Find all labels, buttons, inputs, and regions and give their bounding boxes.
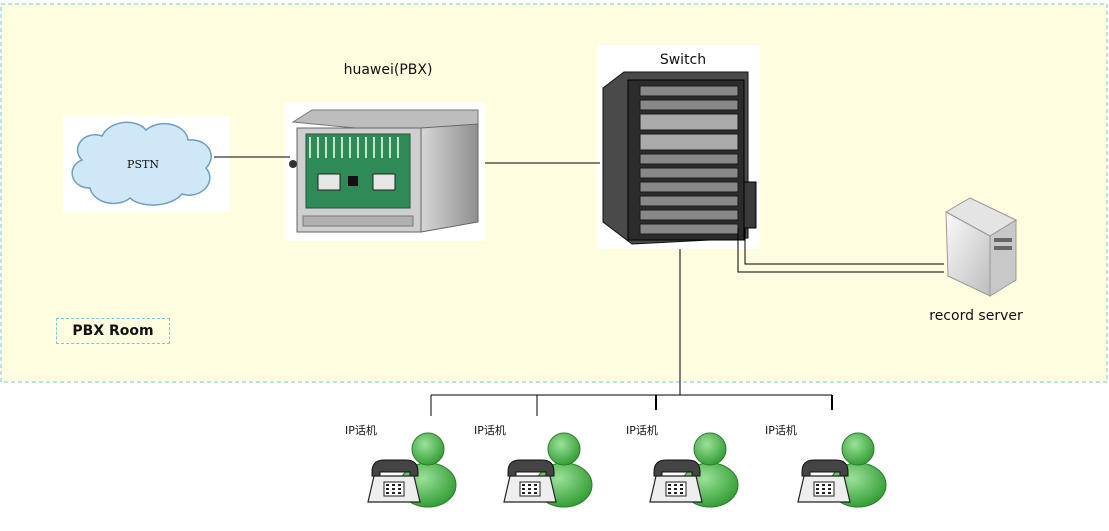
switch-node: Switch — [597, 45, 760, 249]
pbx-room-label: PBX Room — [56, 318, 170, 344]
switch-server-link-1 — [737, 228, 944, 273]
switch-label: Switch — [660, 52, 706, 68]
pstn-label: PSTN — [127, 158, 159, 171]
switch-chassis-icon — [602, 71, 757, 245]
cloud-icon — [71, 121, 212, 206]
connections — [214, 156, 944, 416]
switch-server-link-2 — [744, 228, 944, 265]
pbx-label: huawei(PBX) — [344, 62, 433, 78]
ip-phone-label: IP话机 — [626, 423, 658, 437]
pbx-cabinet-icon — [289, 109, 479, 233]
pstn-node: PSTN — [63, 116, 230, 212]
ip-phone-3: IP话机 — [626, 423, 739, 508]
ip-phone-label: IP话机 — [765, 423, 797, 437]
pbx-node: huawei(PBX) — [285, 62, 485, 241]
ip-phone-2: IP话机 — [474, 423, 593, 508]
ip-phone-label: IP话机 — [474, 423, 506, 437]
ip-phone-label: IP话机 — [345, 423, 377, 437]
ip-phone-1: IP话机 — [345, 423, 457, 508]
record-server-label: record server — [929, 308, 1023, 324]
server-icon — [944, 197, 1018, 297]
ip-phone-4: IP话机 — [765, 423, 887, 508]
record-server-node: record server — [929, 197, 1023, 324]
